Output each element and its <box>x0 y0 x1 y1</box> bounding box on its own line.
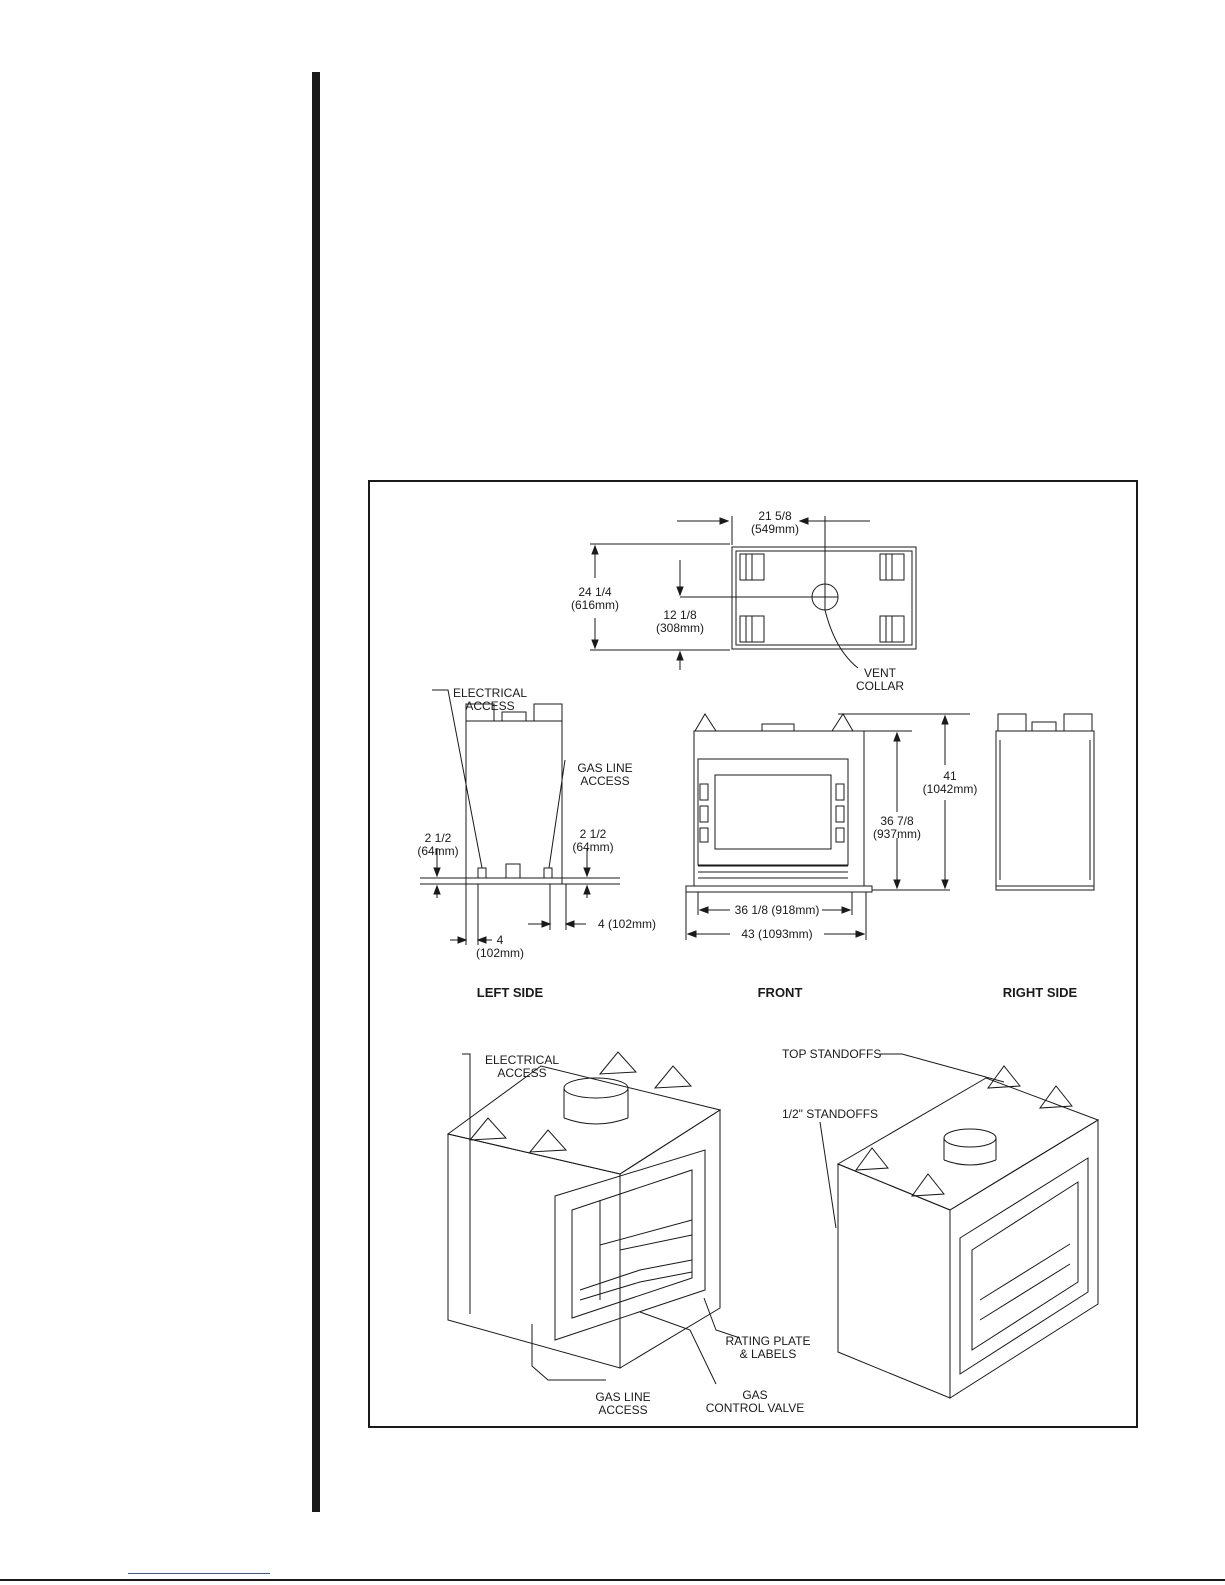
top-view <box>590 516 917 670</box>
dim-top-width: 21 5/8 (549mm) <box>750 509 799 536</box>
callout-gas-line-access-iso: GAS LINE ACCESS <box>595 1390 651 1417</box>
left-side-view <box>420 689 620 945</box>
view-title-right-side: RIGHT SIDE <box>1002 985 1078 1000</box>
dim-front-width-inner: 36 1/8 (918mm) <box>734 903 820 917</box>
callout-rating-plate: RATING PLATE & LABELS <box>725 1334 811 1361</box>
figure-frame <box>368 480 1138 1428</box>
dim-top-depth: 24 1/4 (616mm) <box>570 585 619 612</box>
dim-side-offset-right: 2 1/2 (64mm) <box>572 827 614 854</box>
dim-side-bottom-right: 4 (102mm) <box>597 917 656 931</box>
callout-half-inch-standoffs: 1/2" STANDOFFS <box>782 1107 879 1121</box>
footer-link-underline <box>128 1573 270 1574</box>
margin-bar <box>312 72 320 1512</box>
view-title-left-side: LEFT SIDE <box>476 985 544 1000</box>
dim-top-half-depth: 12 1/8 (308mm) <box>655 608 704 635</box>
view-title-front: FRONT <box>757 985 803 1000</box>
callout-gas-line-access: GAS LINE ACCESS <box>577 761 633 788</box>
iso-right <box>819 1053 1100 1399</box>
callout-electrical-access-iso: ELECTRICAL ACCESS <box>484 1053 560 1080</box>
dim-side-offset-left: 2 1/2 (64mm) <box>417 831 459 858</box>
right-side-view <box>995 713 1095 891</box>
dim-front-height-total: 41 (1042mm) <box>922 769 978 796</box>
dim-front-width-total: 43 (1093mm) <box>741 927 813 941</box>
callout-vent-collar: VENT COLLAR <box>855 666 905 693</box>
callout-electrical-access: ELECTRICAL ACCESS <box>452 686 528 713</box>
bottom-rule <box>0 1579 1225 1581</box>
callout-top-standoffs: TOP STANDOFFS <box>782 1047 882 1061</box>
iso-left <box>446 1051 741 1385</box>
callout-gas-control-valve: GAS CONTROL VALVE <box>705 1388 805 1415</box>
dim-side-bottom-left: 4 (102mm) <box>475 933 524 960</box>
front-view <box>685 713 970 940</box>
dim-front-height-inner: 36 7/8 (937mm) <box>872 814 921 841</box>
